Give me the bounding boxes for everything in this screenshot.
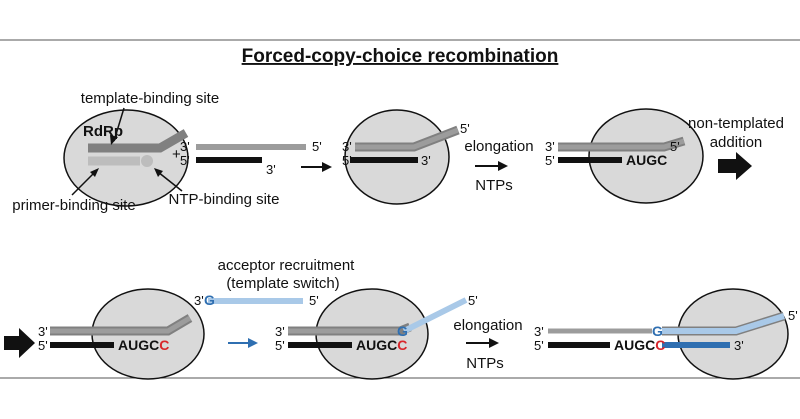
elongation-label: elongation [453,317,522,334]
product-3-end: 3' [734,338,744,353]
acceptor-recruitment-label: acceptor recruitment [218,257,356,274]
template-site-arrowhead [110,135,118,145]
addition-label: addition [710,134,763,151]
template-site-pointer [113,107,125,142]
primer-3-end: 3' [421,153,431,168]
primer-5-end: 5' [180,153,190,168]
template-binding-site-label: template-binding site [81,90,219,107]
primer-5-end: 5' [545,153,555,168]
acceptor-g-base: G [652,323,663,339]
primer-site-arrowhead [90,168,99,177]
primer-5-end: 5' [38,338,48,353]
plus-sign: + [172,146,181,163]
panel-free-rna: + 3' 5' 5' 3' [172,139,332,177]
primer-5-end: 5' [342,153,352,168]
ntp-binding-site-dot [141,155,153,167]
acceptor-5-end: 5' [309,293,319,308]
step-arrow-1-head [322,162,332,172]
template-binding-site-bar [88,129,189,153]
panel-non-templated: 3' 5' AUGCC [4,288,205,380]
ntp-site-arrowhead [154,168,163,177]
elongation-step-1: elongation NTPs [464,138,533,194]
panel-bound-complex: 3' 5' 5' 3' [342,109,470,205]
non-templated-base: C [159,337,169,353]
elongation-step-2: elongation NTPs [453,317,522,372]
template-5-end: 5' [312,139,322,154]
step-arrow-3-head [489,338,499,348]
panel-recombinant: 3' 5' G 5' AUGCC 3' [534,288,798,380]
acceptor-strand [662,313,785,334]
elongation-label: elongation [464,138,533,155]
acceptor-g-base: G [397,323,408,339]
panel-elongated: 3' 5' 5' AUGC [545,108,704,204]
nascent-sequence: AUGCC [356,337,407,353]
template-strand [50,315,192,334]
non-templated-base: C [655,337,665,353]
primer-site-pointer [71,170,97,196]
ntp-site-pointer [157,171,183,192]
panel-acceptor-bound: 3' 5' G 5' AUGCC [275,288,478,380]
template-3-end: 3' [180,139,190,154]
polymerase-body [588,108,704,204]
template-switch-label: (template switch) [226,275,339,292]
diagram-title: Forced-copy-choice recombination [242,46,559,67]
template-3-end: 3' [342,139,352,154]
bold-arrow-right [718,152,752,180]
non-templated-label: non-templated [688,115,784,132]
template-5-end: 5' [460,121,470,136]
primer-binding-site-label: primer-binding site [12,197,135,214]
nascent-sequence: AUGCC [118,337,169,353]
primer-5-end: 5' [534,338,544,353]
acceptor-g-base: G [204,292,215,308]
template-3-end: 3' [275,324,285,339]
panel-rdrp-schematic: RdRp template-binding site primer-bindin… [12,90,279,214]
added-sequence: AUGC [626,152,667,168]
acceptor-3-end: 3' [194,293,204,308]
primer-3-end: 3' [266,162,276,177]
bound-template-strand [355,127,459,150]
bold-arrow-right [4,328,35,358]
acceptor-recruitment-step: acceptor recruitment (template switch) 3… [194,257,355,348]
acceptor-5-end: 5' [468,293,478,308]
nascent-sequence: AUGCC [614,337,665,353]
template-5-end: 5' [670,139,680,154]
ntp-binding-site-label: NTP-binding site [169,191,280,208]
template-3-end: 3' [534,324,544,339]
ntps-label: NTPs [466,355,504,372]
blue-step-arrow-head [248,338,258,348]
acceptor-strand [402,297,468,334]
acceptor-5-end: 5' [788,308,798,323]
template-3-end: 3' [545,139,555,154]
elongated-template-strand [558,138,685,150]
step-arrow-2-head [498,161,508,171]
primer-5-end: 5' [275,338,285,353]
non-templated-addition-step: non-templated addition [688,115,784,180]
template-3-end: 3' [38,324,48,339]
ntps-label: NTPs [475,177,513,194]
non-templated-base: C [397,337,407,353]
